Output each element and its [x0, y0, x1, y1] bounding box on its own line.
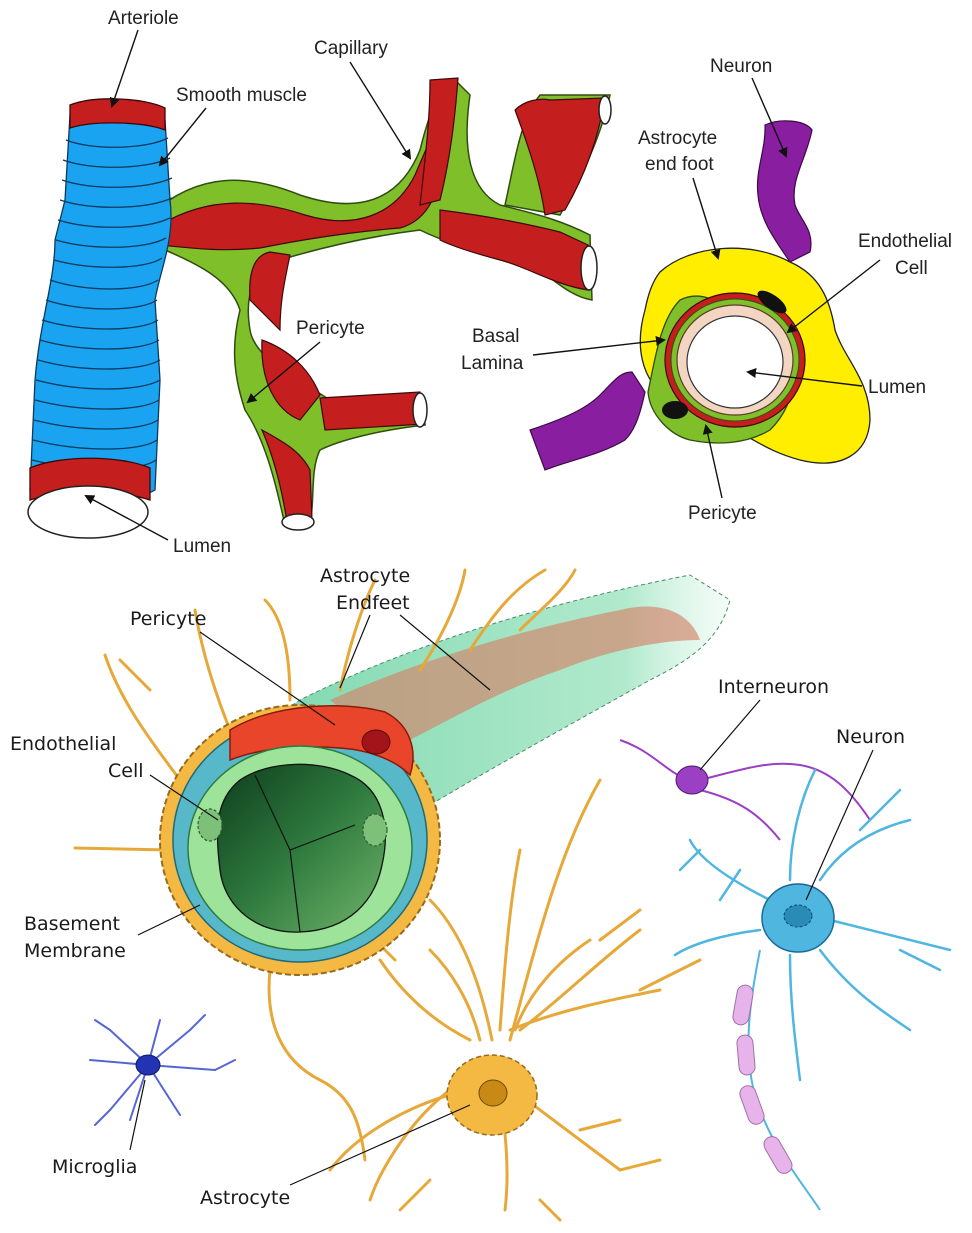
label-arteriole: Arteriole — [108, 8, 179, 29]
panel-a-arteriole-capillary: Arteriole Smooth muscle Capillary Pericy… — [28, 8, 611, 557]
label-basement-membrane-1: Basement — [24, 913, 120, 935]
label-endothelial-cell-c-2: Cell — [108, 760, 144, 782]
microglia-soma — [136, 1055, 160, 1075]
label-endothelial-cell-b-1: Endothelial — [858, 231, 952, 252]
label-neuron-b: Neuron — [710, 56, 772, 77]
lumen-c — [217, 764, 385, 932]
endothelial-nucleus-right — [363, 814, 387, 846]
interneuron — [620, 740, 870, 840]
arrow-capillary — [350, 62, 410, 158]
arteriole-lumen — [28, 486, 148, 538]
label-pericyte-b: Pericyte — [688, 503, 757, 524]
arrow-smooth-muscle — [160, 108, 206, 165]
label-astrocyte: Astrocyte — [200, 1187, 290, 1209]
lumen-b — [687, 316, 783, 408]
label-neuron-c: Neuron — [836, 726, 905, 748]
label-basal-lamina-1: Basal — [472, 326, 520, 347]
microglia-processes — [90, 1015, 235, 1125]
leader-neuron-c — [806, 750, 873, 900]
arrow-astrocyte-end-foot — [693, 178, 718, 258]
neuron-process-bottom — [530, 372, 645, 470]
label-astrocyte-endfeet-2: Endfeet — [336, 592, 410, 614]
label-pericyte-a: Pericyte — [296, 318, 365, 339]
neuron-process-top — [757, 121, 812, 262]
leader-interneuron — [700, 700, 760, 770]
pericyte-nucleus-b — [662, 401, 688, 419]
interneuron-soma — [676, 766, 708, 794]
capillary-open-end-right — [581, 246, 597, 290]
endothelial-nucleus-left — [198, 809, 222, 841]
pericyte-nucleus-c — [362, 730, 390, 754]
label-endothelial-cell-c-1: Endothelial — [10, 733, 116, 755]
label-astrocyte-endfeet-1: Astrocyte — [320, 565, 410, 587]
label-microglia: Microglia — [52, 1156, 137, 1178]
label-lumen-a: Lumen — [173, 536, 231, 557]
label-basement-membrane-2: Membrane — [24, 940, 126, 962]
label-smooth-muscle: Smooth muscle — [176, 85, 307, 106]
label-pericyte-c: Pericyte — [130, 608, 206, 630]
label-lumen-b: Lumen — [868, 377, 926, 398]
capillary-open-end-bottom — [282, 514, 314, 530]
label-astrocyte-end-foot-2: end foot — [645, 154, 714, 175]
label-astrocyte-end-foot-1: Astrocyte — [638, 128, 717, 149]
capillary-open-end-top — [599, 96, 611, 124]
capillary-open-end-bottom-right — [413, 393, 427, 427]
panel-c-neurovascular-unit: Astrocyte Endfeet Pericyte Interneuron N… — [10, 565, 950, 1220]
neuron-nucleus — [784, 905, 812, 927]
label-basal-lamina-2: Lamina — [461, 353, 524, 374]
label-interneuron: Interneuron — [718, 676, 829, 698]
arrow-arteriole — [112, 30, 138, 106]
myelin-sheaths — [732, 984, 795, 1176]
vessel-cross-section — [160, 705, 440, 975]
capillary-endothelium — [160, 78, 605, 522]
arteriole-smooth-muscle — [30, 109, 172, 501]
label-capillary: Capillary — [314, 38, 388, 59]
label-endothelial-cell-b-2: Cell — [895, 258, 928, 279]
astrocyte-nucleus — [479, 1080, 507, 1106]
